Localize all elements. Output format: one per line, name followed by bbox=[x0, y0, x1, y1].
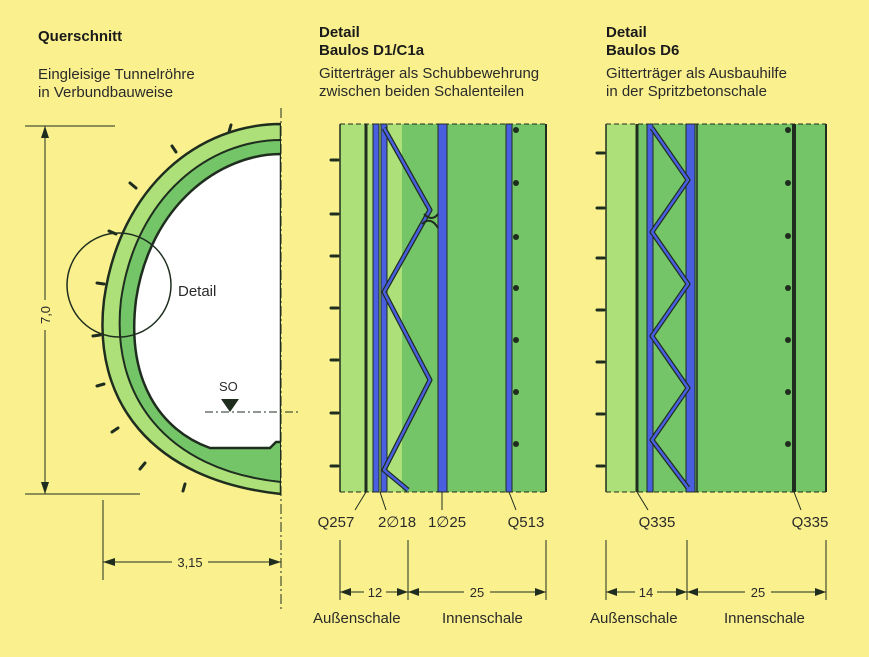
d1-mesh-q513 bbox=[505, 123, 513, 493]
d1-inner-shell bbox=[402, 124, 546, 492]
section-desc-1: Eingleisige Tunnelröhre bbox=[38, 66, 195, 83]
detail-d1: Detail Baulos D1/C1a Gitterträger als Sc… bbox=[313, 24, 547, 627]
d1-label-1d25: 1∅25 bbox=[428, 514, 466, 531]
d1-dim-outer: 12 bbox=[368, 585, 382, 600]
d1-inner-label: Innenschale bbox=[442, 610, 523, 627]
d6-label-q335-inner: Q335 bbox=[792, 514, 829, 531]
tunnel-tube bbox=[101, 122, 281, 496]
detail-circle bbox=[66, 232, 172, 338]
d1-bar-1d25 bbox=[437, 123, 448, 493]
section-desc-2: in Verbundbauweise bbox=[38, 84, 173, 101]
so-label: SO bbox=[219, 379, 238, 394]
d6-title-1: Detail bbox=[606, 24, 647, 41]
d6-desc-2: in der Spritzbetonschale bbox=[606, 83, 767, 100]
d6-bar-a bbox=[646, 123, 654, 493]
d1-dim-inner: 25 bbox=[470, 585, 484, 600]
section-title: Querschnitt bbox=[38, 28, 122, 45]
d1-label-q513: Q513 bbox=[508, 514, 545, 531]
detail-d6: Detail Baulos D6 Gitterträger als Ausbau… bbox=[590, 24, 828, 627]
d6-bar-b bbox=[685, 123, 696, 493]
d6-label-q335-outer: Q335 bbox=[639, 514, 676, 531]
d6-shotcrete bbox=[636, 124, 826, 492]
d6-outer-light bbox=[606, 124, 636, 492]
width-value: 3,15 bbox=[177, 555, 202, 570]
d6-dim-outer: 14 bbox=[639, 585, 653, 600]
d1-bar-2d18-b bbox=[380, 123, 388, 493]
d1-outer-label: Außenschale bbox=[313, 610, 401, 627]
d1-desc-2: zwischen beiden Schalenteilen bbox=[319, 83, 524, 100]
d6-outer-label: Außenschale bbox=[590, 610, 678, 627]
d1-label-2d18: 2∅18 bbox=[378, 514, 416, 531]
d6-title-2: Baulos D6 bbox=[606, 42, 679, 59]
d6-dim-inner: 25 bbox=[751, 585, 765, 600]
so-marker-icon bbox=[221, 399, 239, 412]
d1-desc-1: Gitterträger als Schubbewehrung bbox=[319, 65, 539, 82]
d1-title-2: Baulos D1/C1a bbox=[319, 42, 425, 59]
d1-bar-2d18-a bbox=[372, 123, 380, 493]
width-dimension: 3,15 bbox=[102, 500, 281, 580]
cross-section: Querschnitt Eingleisige Tunnelröhre in V… bbox=[25, 28, 300, 612]
d6-desc-1: Gitterträger als Ausbauhilfe bbox=[606, 65, 787, 82]
d1-label-q257: Q257 bbox=[318, 514, 355, 531]
d1-title-1: Detail bbox=[319, 24, 360, 41]
detail-callout: Detail bbox=[178, 283, 216, 300]
height-value: 7,0 bbox=[38, 306, 53, 324]
d6-inner-label: Innenschale bbox=[724, 610, 805, 627]
height-dimension: 7,0 bbox=[25, 125, 140, 495]
